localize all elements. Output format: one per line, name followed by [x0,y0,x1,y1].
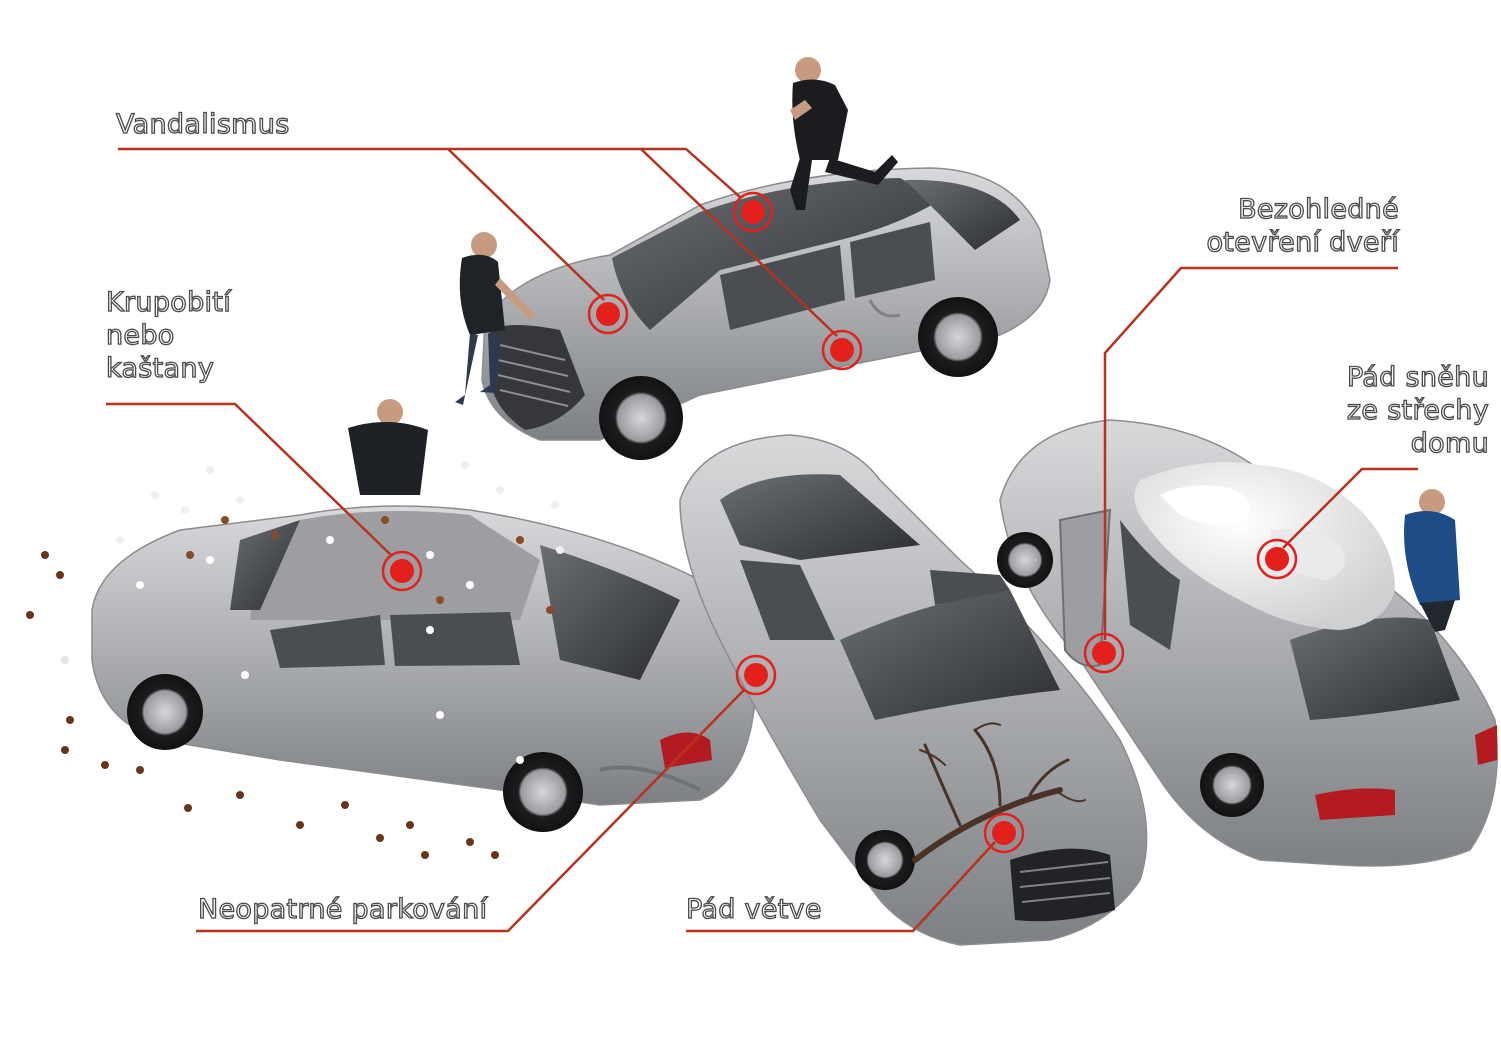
label-falling-branch: Pád větve [685,893,822,925]
label-hail-line-3: kaštany [105,352,215,384]
tree-branch [912,722,1086,863]
label-snow-line-2: ze střechy [1346,394,1489,426]
hotspot-marker [1083,632,1125,674]
label-door-line-1: Bezohledné [1237,193,1399,225]
label-snow-line-1: Pád sněhu [1346,361,1489,393]
car-branch [679,434,1148,946]
hotspot-marker [732,191,774,233]
person-figure [1404,489,1460,632]
label-door-opening: Bezohledné otevření dveří [1206,193,1400,259]
hotspots [381,191,1298,854]
car-hail [26,399,757,859]
car-vandalism [455,57,1051,460]
hotspot-marker [983,812,1025,854]
grille-lines [497,344,571,407]
label-hail-line-1: Krupobití [105,286,232,318]
hotspot-marker [821,329,863,371]
leader-line-door [1103,266,1398,640]
leader-line-vandalism-hood [118,147,605,301]
hail-particles [26,461,564,859]
hotspot-marker [381,550,423,592]
leader-line-hail [106,402,393,557]
grille-lines [1019,861,1111,903]
label-careless-parking: Neopatrné parkování [197,893,488,925]
label-door-line-2: otevření dveří [1206,226,1400,258]
hotspot-marker [587,293,629,335]
car-snow [997,419,1498,867]
hotspot-marker [1256,538,1298,580]
person-figure [348,399,428,495]
person-figure [455,232,535,405]
label-hail: Krupobití nebo kaštany [105,286,232,385]
person-figure [790,57,898,210]
label-snow-line-3: domu [1410,427,1489,459]
leader-line-snow [1282,467,1418,549]
hotspot-marker [735,654,777,696]
leader-line-parking [196,689,745,933]
label-snow-fall: Pád sněhu ze střechy domu [1346,361,1489,460]
leader-line-branch [686,841,996,933]
label-vandalism: Vandalismus [115,108,290,140]
label-hail-line-2: nebo [105,319,175,351]
leader-lines [106,147,1418,933]
leader-line-vandalism-roof [641,147,741,198]
